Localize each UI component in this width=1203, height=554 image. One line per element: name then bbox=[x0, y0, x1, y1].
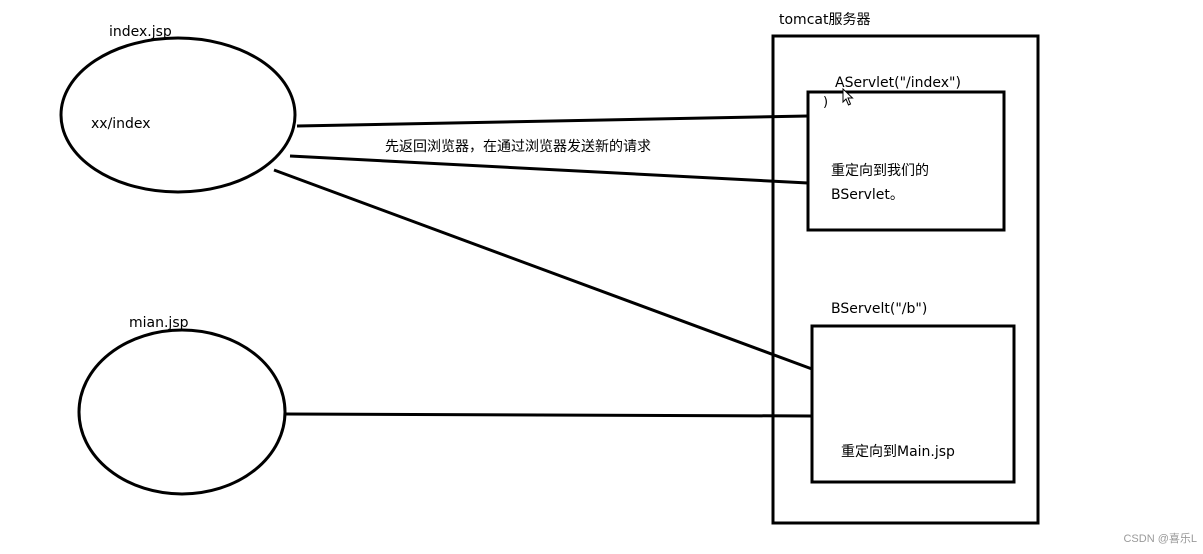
index-jsp-title: index.jsp bbox=[109, 24, 172, 40]
bservlet-body: 重定向到Main.jsp bbox=[841, 444, 955, 460]
tomcat-server-title: tomcat服务器 bbox=[779, 12, 871, 28]
mian-jsp-ellipse bbox=[77, 328, 287, 496]
index-url-label: xx/index bbox=[91, 116, 151, 132]
bservlet-box bbox=[810, 324, 1016, 484]
index-jsp-ellipse bbox=[59, 36, 297, 194]
mian-jsp-title: mian.jsp bbox=[129, 315, 189, 331]
redirect-line-aservlet-to-browser bbox=[289, 154, 809, 185]
tomcat-server-box bbox=[771, 34, 1040, 525]
aservlet-stray-paren: ) bbox=[823, 95, 829, 110]
aservlet-body-line-2: BServlet。 bbox=[831, 187, 904, 203]
csdn-watermark: CSDN @喜乐L bbox=[1123, 533, 1197, 545]
mouse-cursor-icon bbox=[842, 88, 854, 106]
redirect-note: 先返回浏览器，在通过浏览器发送新的请求 bbox=[385, 139, 651, 155]
request-line-index-to-bservlet bbox=[273, 168, 813, 371]
redirect-line-bservlet-to-mian bbox=[284, 412, 813, 418]
aservlet-body-line-1: 重定向到我们的 bbox=[831, 163, 929, 179]
aservlet-box bbox=[806, 90, 1006, 232]
aservlet-title: AServlet("/index") bbox=[835, 75, 961, 91]
bservlet-title: BServelt("/b") bbox=[831, 301, 928, 317]
request-line-index-to-aservlet bbox=[296, 114, 809, 128]
